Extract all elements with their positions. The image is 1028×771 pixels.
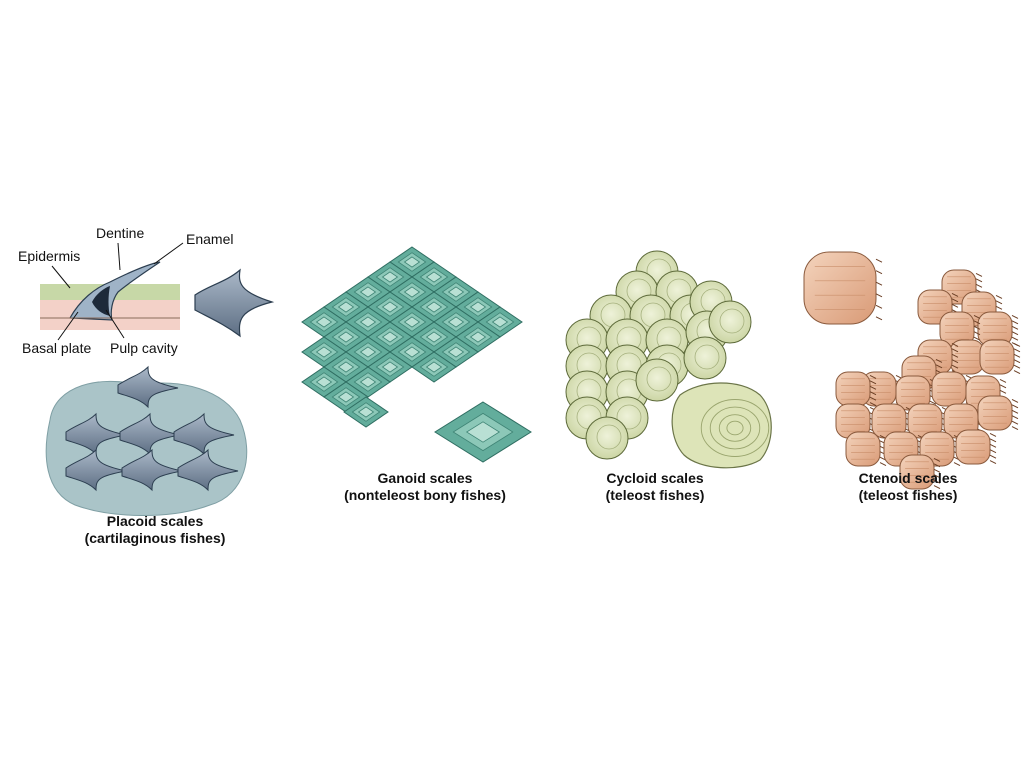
placoid-cross-section [40,242,184,341]
label-basal-plate: Basal plate [22,340,92,356]
placoid-scale [173,412,235,456]
ctenoid-single-scale [803,251,883,325]
caption-cycloid-title: Cycloid scales [606,470,704,486]
label-pulp-cavity: Pulp cavity [110,340,178,356]
caption-placoid-subtitle: (cartilaginous fishes) [84,530,226,546]
ganoid-scale-patch [301,246,523,428]
caption-ganoid-title: Ganoid scales [377,470,473,486]
caption-ctenoid: Ctenoid scales (teleost fishes) [833,470,983,504]
ctenoid-scale [977,395,1019,431]
caption-placoid-title: Placoid scales [106,513,204,529]
ctenoid-scale [939,311,981,347]
placoid-single-scale [194,268,275,338]
ctenoid-scale [803,251,883,325]
caption-cycloid-subtitle: (teleost fishes) [605,487,705,503]
caption-ganoid-subtitle: (nonteleost bony fishes) [344,487,506,503]
ganoid-single-scale [434,401,532,463]
caption-placoid: Placoid scales (cartilaginous fishes) [70,513,240,547]
label-enamel: Enamel [186,231,234,247]
cycloid-scale-patch [565,250,752,460]
label-dentine: Dentine [96,225,145,241]
cycloid-single-scale [671,382,772,469]
caption-ctenoid-subtitle: (teleost fishes) [858,487,958,503]
ctenoid-scale [979,339,1021,375]
caption-cycloid: Cycloid scales (teleost fishes) [580,470,730,504]
ctenoid-scale [835,371,877,407]
cycloid-scale [683,336,727,380]
ctenoid-scale-patch [835,269,1021,490]
label-epidermis: Epidermis [18,248,81,264]
ctenoid-scale [871,403,913,439]
placoid-scale [177,448,239,492]
cycloid-scale [585,416,629,460]
ganoid-scale [343,396,389,428]
caption-ctenoid-title: Ctenoid scales [858,470,958,486]
ctenoid-scale [955,429,997,465]
ganoid-scale [367,351,413,383]
ganoid-scale [434,401,532,463]
caption-ganoid: Ganoid scales (nonteleost bony fishes) [325,470,525,504]
placoid-skin-patch [45,365,248,516]
ctenoid-scale [899,454,941,490]
ganoid-scale [411,351,457,383]
ctenoid-scale [977,311,1019,347]
ctenoid-scale [845,431,887,467]
placoid-scale [117,365,179,409]
cycloid-scale [635,358,679,402]
cycloid-scale [708,300,752,344]
